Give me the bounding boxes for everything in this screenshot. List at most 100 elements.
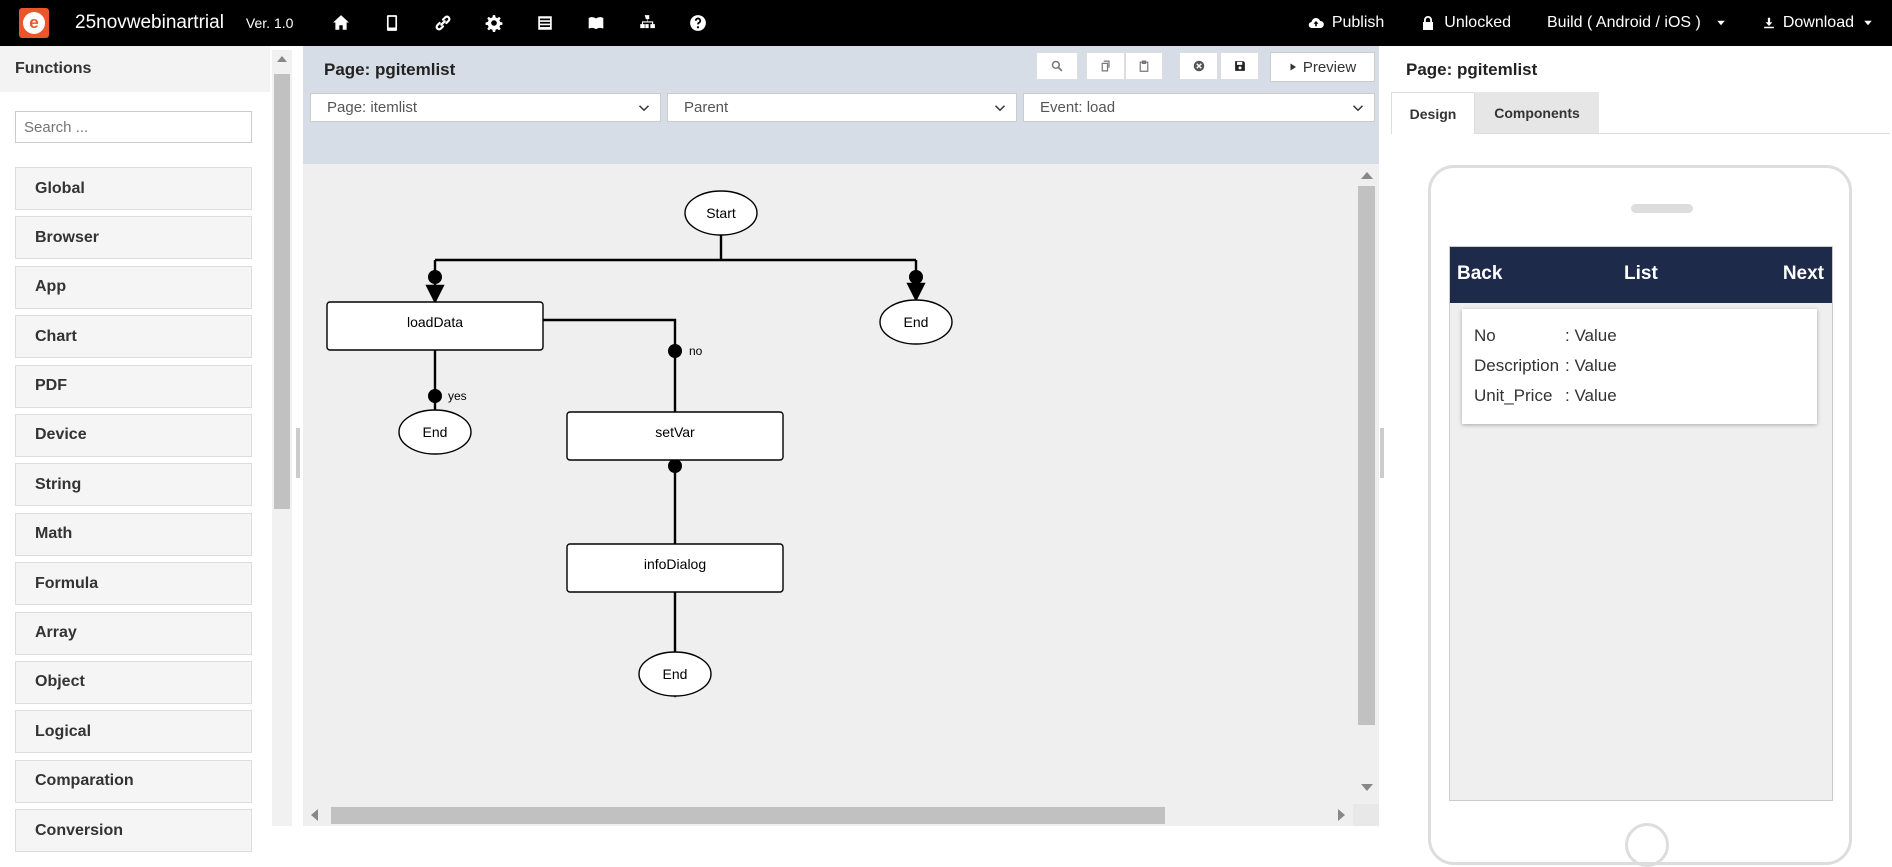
unlocked-label: Unlocked <box>1444 14 1511 31</box>
top-icon-bar <box>315 0 723 46</box>
function-category-pdf[interactable]: PDF <box>15 364 252 408</box>
connection-dot[interactable] <box>909 270 923 284</box>
canvas-vertical-scrollbar[interactable] <box>1353 164 1379 804</box>
list-card[interactable]: No : Value Description : Value Unit_Pric… <box>1462 309 1817 424</box>
flow-end-node[interactable] <box>879 299 953 345</box>
flow-end-label: End <box>904 314 929 330</box>
save-button[interactable] <box>1220 52 1259 80</box>
design-tabs: Design Components <box>1391 92 1599 134</box>
function-category-formula[interactable]: Formula <box>15 562 252 606</box>
field-label: Description <box>1474 356 1560 375</box>
tab-divider <box>1475 133 1890 134</box>
flow-end-node[interactable] <box>638 651 712 697</box>
book-icon[interactable] <box>570 0 621 46</box>
scrollbar-thumb[interactable] <box>331 807 1165 824</box>
preview-button[interactable]: Preview <box>1270 52 1375 82</box>
functions-title: Functions <box>0 46 270 92</box>
mobile-icon[interactable] <box>366 0 417 46</box>
scroll-down-arrow[interactable] <box>1361 784 1373 791</box>
connection-dot[interactable] <box>668 344 682 358</box>
function-search-input[interactable] <box>15 111 252 143</box>
function-category-app[interactable]: App <box>15 265 252 309</box>
unlocked-button[interactable]: Unlocked <box>1420 14 1511 32</box>
function-category-global[interactable]: Global <box>15 167 252 210</box>
function-category-conversion[interactable]: Conversion <box>15 809 252 853</box>
branch-no-label: no <box>689 344 703 358</box>
functions-panel: Functions Global Browser App Chart PDF D… <box>0 46 270 853</box>
design-panel: Page: pgitemlist Design Components Back … <box>1389 46 1892 867</box>
copy-button[interactable] <box>1086 52 1125 80</box>
function-category-object[interactable]: Object <box>15 660 252 704</box>
logo-letter: e <box>23 12 45 34</box>
logic-editor-panel: Page: pgitemlist Preview Page: itemlist … <box>303 46 1379 826</box>
chevron-down-icon <box>994 105 1006 112</box>
event-select[interactable]: Event: load <box>1023 93 1375 122</box>
home-icon[interactable] <box>315 0 366 46</box>
function-category-comparation[interactable]: Comparation <box>15 759 252 803</box>
functions-scrollbar[interactable] <box>272 50 292 826</box>
function-category-device[interactable]: Device <box>15 413 252 457</box>
flow-setvar-label: setVar <box>655 424 695 440</box>
scrollbar-thumb[interactable] <box>274 74 290 509</box>
app-name: 25novwebinartrial <box>75 12 224 33</box>
nav-back-button[interactable]: Back <box>1457 263 1503 284</box>
list-icon[interactable] <box>519 0 570 46</box>
tab-design[interactable]: Design <box>1391 92 1475 134</box>
nav-next-button[interactable]: Next <box>1782 263 1824 284</box>
page-select[interactable]: Page: itemlist <box>310 93 661 122</box>
help-icon[interactable] <box>672 0 723 46</box>
scrollbar-thumb[interactable] <box>1358 186 1375 725</box>
list-row: Unit_Price : Value <box>1474 386 1617 406</box>
caret-down-icon <box>1717 20 1725 26</box>
flow-diagram: Start loadData End End setVar infoDialog… <box>326 190 953 698</box>
zoom-button[interactable] <box>1036 52 1078 80</box>
caret-down-icon <box>1864 20 1872 26</box>
download-button[interactable]: Download <box>1763 14 1874 32</box>
preview-label: Preview <box>1302 58 1357 76</box>
phone-preview: Back List Next No : Value Description : … <box>1428 165 1852 867</box>
page-title: Page: pgitemlist <box>324 60 456 79</box>
left-panel-splitter[interactable] <box>296 428 300 478</box>
sitemap-icon[interactable] <box>621 0 672 46</box>
chevron-down-icon <box>638 105 650 112</box>
flow-loaddata-label: loadData <box>407 314 463 330</box>
link-icon[interactable] <box>417 0 468 46</box>
publish-label: Publish <box>1331 14 1385 31</box>
function-category-string[interactable]: String <box>15 463 252 507</box>
scroll-right-arrow[interactable] <box>1338 809 1345 821</box>
parent-select[interactable]: Parent <box>667 93 1017 122</box>
right-panel-splitter[interactable] <box>1380 428 1384 478</box>
paste-button[interactable] <box>1125 52 1163 80</box>
tab-components[interactable]: Components <box>1475 92 1599 134</box>
connection-dot[interactable] <box>668 459 682 473</box>
flow-node-infodialog[interactable] <box>566 543 784 593</box>
phone-speaker <box>1631 204 1693 213</box>
delete-button[interactable] <box>1179 52 1218 80</box>
flow-node-setvar[interactable] <box>566 411 784 461</box>
phone-screen[interactable]: Back List Next No : Value Description : … <box>1449 246 1833 801</box>
list-row: Description : Value <box>1474 356 1617 376</box>
flow-node-loaddata[interactable] <box>326 301 544 351</box>
canvas-horizontal-scrollbar[interactable] <box>303 804 1353 826</box>
flow-start-node[interactable] <box>684 190 758 236</box>
gear-icon[interactable] <box>468 0 519 46</box>
publish-button[interactable]: Publish <box>1308 14 1384 32</box>
scroll-up-arrow[interactable] <box>277 56 287 62</box>
function-category-logical[interactable]: Logical <box>15 710 252 754</box>
app-logo[interactable]: e <box>19 8 49 38</box>
connection-dot[interactable] <box>428 270 442 284</box>
function-category-chart[interactable]: Chart <box>15 315 252 359</box>
function-category-array[interactable]: Array <box>15 611 252 655</box>
flow-canvas[interactable]: Start loadData End End setVar infoDialog… <box>303 164 1353 804</box>
flow-end-node[interactable] <box>398 409 472 455</box>
page-select-value: Page: itemlist <box>327 99 418 116</box>
branch-yes-label: yes <box>448 389 467 403</box>
scroll-up-arrow[interactable] <box>1361 172 1373 179</box>
scroll-left-arrow[interactable] <box>311 809 318 821</box>
function-category-browser[interactable]: Browser <box>15 216 252 260</box>
build-dropdown[interactable]: Build ( Android / iOS ) <box>1547 14 1727 32</box>
connection-dot[interactable] <box>428 389 442 403</box>
close-circle-icon <box>1193 60 1204 72</box>
function-category-math[interactable]: Math <box>15 512 252 556</box>
design-page-title: Page: pgitemlist <box>1406 60 1538 79</box>
